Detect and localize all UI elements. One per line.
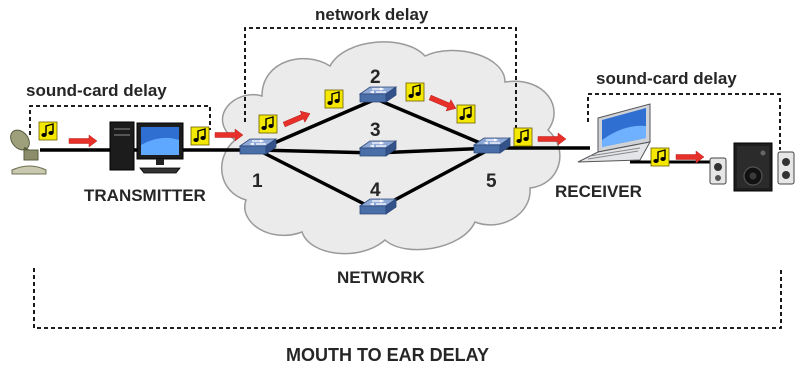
packet-icon-5 [405, 82, 425, 102]
packet-icon-2 [190, 126, 210, 146]
transmitter-label: TRANSMITTER [84, 186, 206, 205]
network-delay-bracket [244, 27, 517, 128]
node-label-2: 2 [370, 67, 381, 88]
receiver-label: RECEIVER [555, 182, 642, 201]
node-label-3: 3 [370, 120, 381, 141]
mouth-to-ear-delay-label: MOUTH TO EAR DELAY [286, 345, 489, 365]
desktop-computer-icon [109, 121, 184, 174]
network-delay-label: network delay [315, 5, 429, 24]
packet-icon-7 [513, 127, 533, 147]
tx-sound-card-delay-bracket [29, 105, 211, 135]
rx-sound-card-delay-bracket [587, 93, 781, 150]
speakers-icon [709, 142, 795, 192]
mouth-to-ear-bracket [33, 268, 782, 329]
node-label-1: 1 [252, 171, 263, 192]
network-label: NETWORK [337, 268, 426, 287]
packet-icon-4 [324, 89, 344, 109]
node-label-4: 4 [370, 180, 381, 201]
packet-icon-6 [456, 104, 476, 124]
laptop-icon [577, 103, 651, 163]
packet-icon-3 [258, 114, 278, 134]
packet-icon-8 [650, 147, 670, 167]
network-links [40, 97, 712, 212]
microphone-icon [10, 129, 47, 175]
rx-sound-card-delay-label: sound-card delay [596, 69, 737, 88]
node-label-5: 5 [486, 171, 497, 192]
tx-sound-card-delay-label: sound-card delay [26, 81, 167, 100]
arrow-icon-1 [68, 134, 98, 148]
packet-icon-1 [38, 121, 58, 141]
